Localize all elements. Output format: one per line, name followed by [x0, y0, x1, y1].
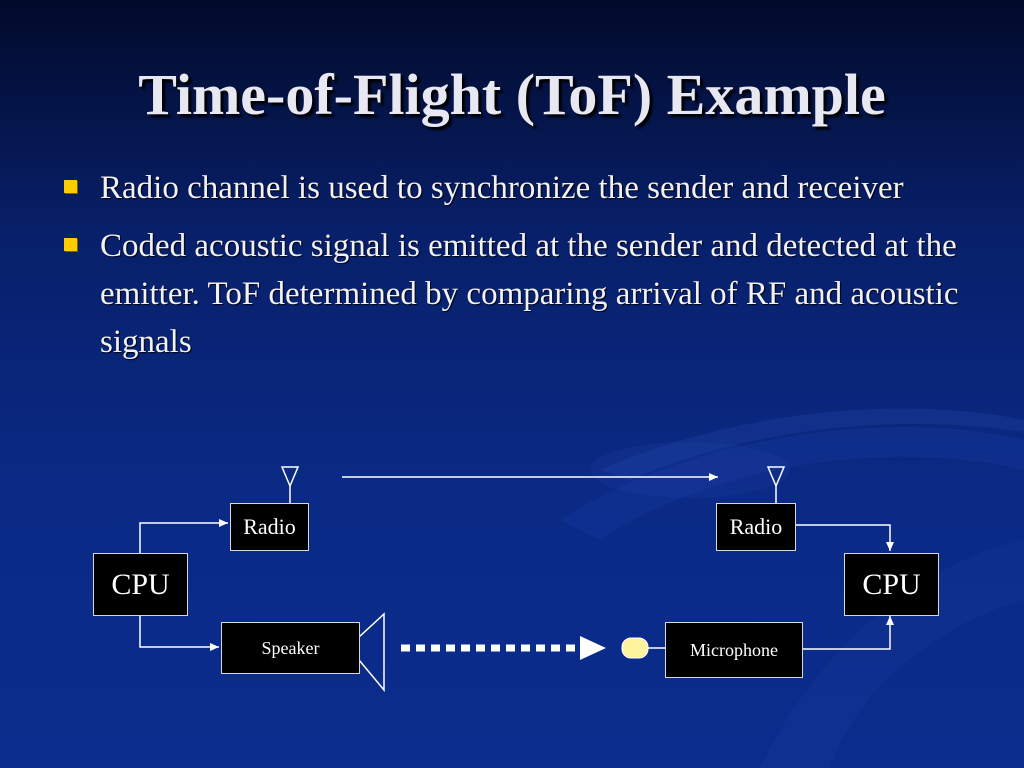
antenna-icon	[766, 466, 786, 503]
receiver-radio-box: Radio	[716, 503, 796, 551]
antenna-icon	[280, 466, 300, 503]
radio-to-cpu-connector	[794, 524, 894, 551]
bullet-text: Radio channel is used to synchronize the…	[100, 170, 904, 206]
square-bullet-icon	[64, 238, 77, 251]
sender-radio-box: Radio	[230, 503, 309, 551]
microphone-to-cpu-connector	[801, 616, 894, 650]
bullet-list: Radio channel is used to synchronize the…	[62, 164, 962, 376]
speaker-cone-icon	[358, 612, 385, 693]
speaker-box: Speaker	[221, 622, 360, 674]
bullet-text: Coded acoustic signal is emitted at the …	[100, 228, 959, 360]
slide-title: Time-of-Flight (ToF) Example	[138, 62, 886, 127]
microphone-icon	[621, 637, 665, 659]
acoustic-arrow-head	[580, 636, 606, 660]
receiver-cpu-box: CPU	[844, 553, 939, 616]
cpu-to-radio-connector	[139, 519, 228, 553]
cpu-to-speaker-connector	[139, 615, 219, 651]
microphone-box: Microphone	[665, 622, 803, 678]
bullet-item: Radio channel is used to synchronize the…	[62, 164, 962, 212]
sender-cpu-box: CPU	[93, 553, 188, 616]
bullet-item: Coded acoustic signal is emitted at the …	[62, 222, 962, 366]
square-bullet-icon	[64, 180, 77, 193]
